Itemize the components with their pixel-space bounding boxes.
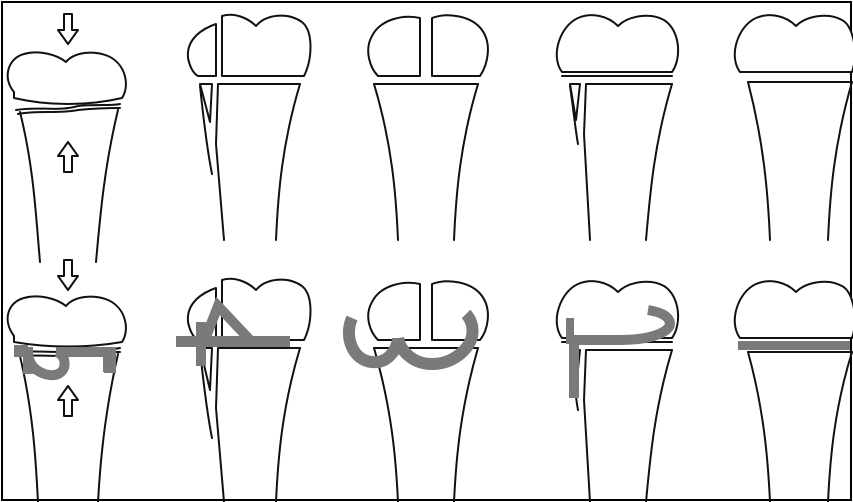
panel-top-split	[368, 15, 488, 240]
arrow-down-icon	[58, 14, 78, 44]
arrow-up-icon	[58, 386, 78, 416]
panel-top-depression-vertical	[557, 15, 678, 240]
numeral-overlay-1	[738, 341, 850, 350]
arrow-up-icon	[58, 142, 78, 172]
panel-bottom-compression	[8, 260, 126, 502]
arrow-down-icon	[58, 260, 78, 290]
numeral-overlay-5	[14, 345, 116, 375]
panel-top-depression	[735, 15, 853, 240]
panel-bottom-depression	[735, 281, 853, 502]
panel-bottom-split-depression	[188, 279, 311, 502]
panel-top-compression	[8, 14, 126, 262]
panel-top-split-depression	[188, 15, 311, 240]
